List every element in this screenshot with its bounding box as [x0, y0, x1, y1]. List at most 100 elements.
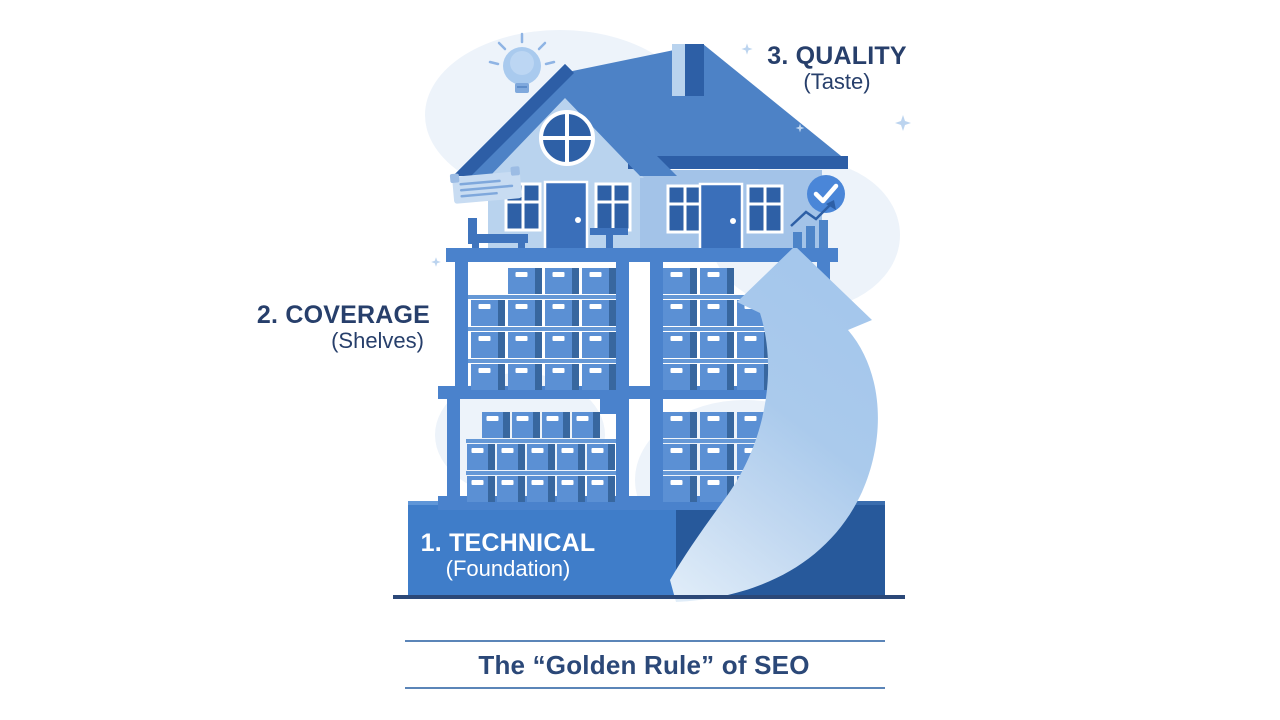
storage-box — [744, 368, 757, 373]
storage-box — [727, 300, 734, 326]
round-window-icon — [539, 110, 595, 166]
ground-line — [393, 595, 905, 599]
storage-box — [572, 300, 579, 326]
storage-box — [578, 476, 585, 502]
window-icon — [504, 182, 542, 232]
storage-box — [589, 304, 602, 309]
technical-label: 1. TECHNICAL — [420, 529, 596, 557]
storage-box — [670, 272, 683, 277]
storage-box — [663, 471, 817, 475]
storage-box — [552, 368, 565, 373]
storage-box — [468, 327, 616, 331]
title-rule-bottom — [405, 687, 885, 689]
storage-box — [727, 412, 734, 438]
storage-box — [690, 332, 697, 358]
foundation-front-face — [408, 505, 676, 596]
storage-box — [533, 412, 540, 438]
storage-box — [548, 444, 555, 470]
storage-box — [589, 272, 602, 277]
storage-box — [727, 444, 734, 470]
house — [453, 44, 848, 252]
technical-sublabel: (Foundation) — [445, 556, 571, 581]
sparkle-icon — [431, 43, 911, 267]
storage-box — [690, 268, 697, 294]
bench-icon — [468, 218, 528, 249]
storage-box — [552, 336, 565, 341]
storage-box — [515, 336, 528, 341]
storage-box — [663, 295, 817, 299]
storage-box — [498, 332, 505, 358]
storage-box — [515, 272, 528, 277]
label-technical: 1. TECHNICAL (Foundation) — [412, 529, 604, 582]
storage-box — [609, 300, 616, 326]
chimney — [672, 44, 704, 96]
storage-box — [488, 444, 495, 470]
coverage-sublabel: (Shelves) — [331, 328, 424, 353]
storage-box — [498, 364, 505, 390]
label-coverage: 2. COVERAGE (Shelves) — [244, 301, 430, 354]
storage-box — [727, 364, 734, 390]
storage-box — [690, 476, 697, 502]
storage-box — [690, 444, 697, 470]
storage-box — [727, 268, 734, 294]
storage-box — [488, 476, 495, 502]
storage-box — [744, 416, 757, 421]
storage-box — [591, 480, 604, 485]
storage-box — [572, 268, 579, 294]
storage-box — [670, 416, 683, 421]
door-icon — [543, 180, 589, 252]
storage-box — [515, 368, 528, 373]
storage-box — [501, 480, 514, 485]
gable-roof — [453, 64, 677, 176]
storage-box — [563, 412, 570, 438]
storage-box — [535, 364, 542, 390]
storage-box — [707, 336, 720, 341]
storage-box — [609, 332, 616, 358]
shelf-boxes-lower-left — [466, 412, 616, 502]
storage-box — [690, 364, 697, 390]
roof-eave — [628, 156, 848, 169]
storage-box — [707, 272, 720, 277]
storage-box — [744, 336, 757, 341]
note-icon — [449, 166, 522, 204]
storage-box — [670, 304, 683, 309]
storage-box — [552, 304, 565, 309]
storage-box — [478, 368, 491, 373]
storage-box — [764, 364, 771, 390]
storage-box — [498, 300, 505, 326]
storage-box — [608, 444, 615, 470]
bar-chart-icon — [790, 200, 836, 248]
storage-box — [552, 272, 565, 277]
storage-box — [727, 476, 734, 502]
storage-box — [561, 448, 574, 453]
storage-box — [608, 476, 615, 502]
storage-box — [727, 332, 734, 358]
storage-box — [609, 268, 616, 294]
storage-box — [690, 412, 697, 438]
storage-box — [531, 448, 544, 453]
storage-box — [546, 416, 559, 421]
storage-box — [572, 332, 579, 358]
storage-box — [670, 368, 683, 373]
shelf-boxes-upper-left — [468, 268, 616, 390]
quality-label: 3. QUALITY — [767, 42, 907, 70]
storage-box — [548, 476, 555, 502]
label-quality: 3. QUALITY (Taste) — [752, 42, 922, 95]
growth-arrow — [670, 246, 878, 602]
storage-box — [663, 359, 817, 363]
storage-box — [670, 480, 683, 485]
door-icon — [698, 182, 744, 252]
title-rule-top — [405, 640, 885, 642]
storage-box — [589, 368, 602, 373]
gable-roof-edge — [453, 64, 574, 176]
storage-box — [535, 332, 542, 358]
coverage-label: 2. COVERAGE — [256, 301, 430, 329]
storage-box — [572, 364, 579, 390]
storage-box — [707, 480, 720, 485]
page-title: The “Golden Rule” of SEO — [478, 650, 810, 680]
storage-box — [518, 444, 525, 470]
storage-box — [466, 471, 616, 475]
storage-box — [578, 444, 585, 470]
